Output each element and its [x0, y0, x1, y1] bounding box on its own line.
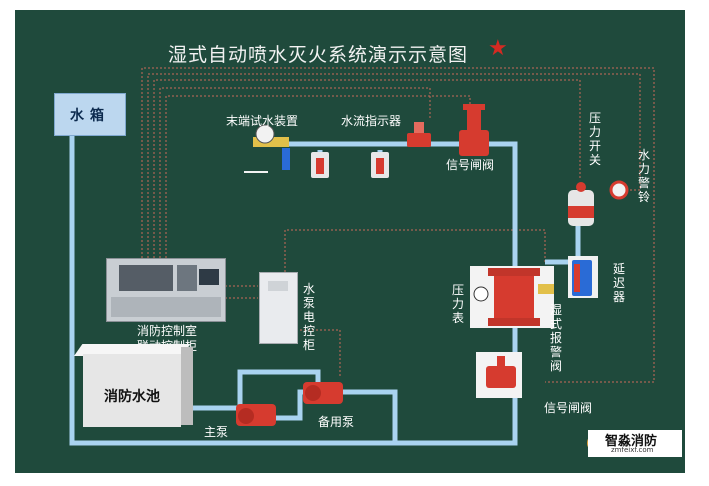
water-bell	[609, 180, 629, 200]
signal-valve-top	[459, 104, 489, 156]
delay-device	[568, 256, 598, 298]
pressure-switch-label: 压力开关	[588, 111, 601, 167]
alarm-valve-label: 湿式报警阀	[549, 303, 562, 373]
control-room-label: 消防控制室	[137, 324, 198, 338]
pump-discharge-pipe	[262, 389, 398, 443]
signal-wire-bell	[147, 73, 641, 258]
water-tank-label: 水箱	[70, 107, 110, 124]
fire-pool	[83, 354, 181, 427]
pump-cabinet-label: 水泵电控柜	[302, 282, 315, 352]
signal-wire-flow	[159, 87, 431, 258]
signal-valve-bottom	[476, 352, 522, 398]
signal-wire-alarm	[284, 229, 546, 272]
panel-desk	[111, 297, 221, 317]
water-tank: 水箱	[54, 93, 126, 136]
standby-pump	[303, 382, 343, 404]
brand-badge	[588, 430, 682, 457]
signal-wires	[141, 67, 655, 383]
control-panel	[106, 258, 226, 322]
flow-indicator-label: 水流指示器	[341, 114, 402, 128]
water-bell-label: 水力警铃	[637, 148, 650, 204]
main-pump	[236, 404, 276, 426]
flow-indicator	[407, 122, 431, 147]
brand-url: zmfeixf.com	[611, 446, 654, 454]
signal-wire-outer	[141, 67, 655, 383]
monitor-icon	[199, 269, 219, 285]
alarm-valve	[470, 266, 554, 328]
signal-wire-pressure	[153, 79, 581, 258]
pool-side	[181, 347, 193, 425]
pressure-switch	[568, 182, 594, 226]
pressure-gauge-label: 压力表	[451, 283, 464, 325]
end-test-label: 末端试水装置	[226, 114, 299, 128]
panel-screen-left	[119, 265, 173, 291]
sprinklers	[311, 152, 389, 178]
end-test-device	[244, 124, 290, 173]
cabinet-display	[268, 281, 288, 291]
star-icon: ★	[488, 36, 508, 61]
pool-label: 消防水池	[104, 389, 160, 405]
signal-valve-bottom-label: 信号闸阀	[544, 401, 593, 415]
pump-bypass-pipe	[237, 369, 321, 408]
brand-name: 智淼消防	[605, 434, 658, 449]
standby-pump-label: 备用泵	[318, 415, 355, 429]
diagram-title: 湿式自动喷水灭火系统演示示意图	[168, 44, 469, 66]
main-pump-label: 主泵	[204, 425, 229, 439]
signal-wire-pump	[296, 329, 341, 378]
pump-control-cabinet	[259, 272, 298, 344]
signal-valve-top-label: 信号闸阀	[446, 158, 495, 172]
delay-device-label: 延迟器	[612, 262, 625, 304]
panel-screen-mid	[177, 265, 197, 291]
signal-wire-valve	[165, 95, 471, 258]
